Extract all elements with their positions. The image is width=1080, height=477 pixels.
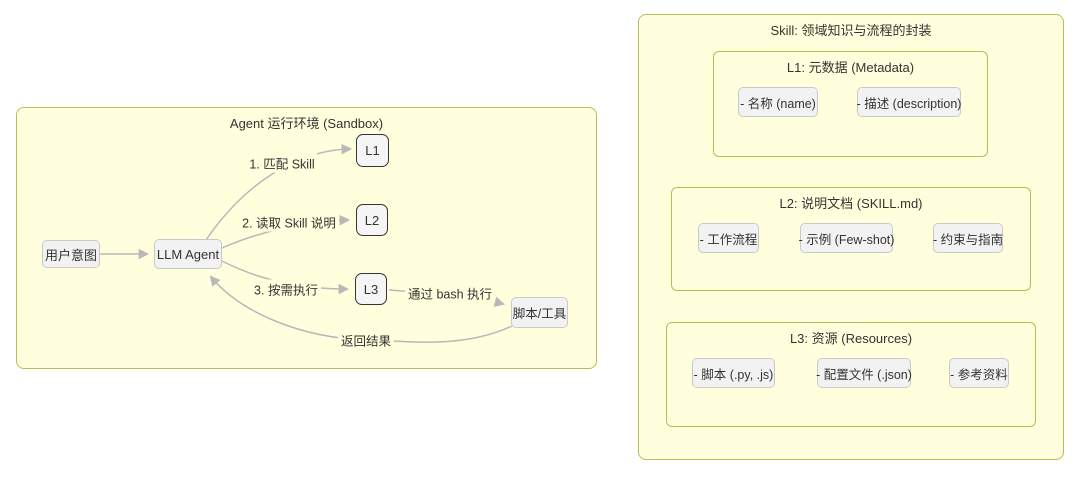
edge-label-exec-on-demand: 3. 按需执行 bbox=[251, 279, 321, 299]
node-skill-fewshot: - 示例 (Few-shot) bbox=[799, 223, 894, 253]
edge-label-via-bash: 通过 bash 执行 bbox=[404, 283, 496, 303]
node-tools: 脚本/工具 bbox=[511, 297, 568, 328]
sandbox-cluster: Agent 运行环境 (Sandbox) bbox=[16, 107, 597, 369]
node-skill-reference: - 参考资料 bbox=[949, 358, 1009, 388]
node-skill-name: - 名称 (name) bbox=[738, 87, 818, 117]
skill-group-l1-title: L1: 元数据 (Metadata) bbox=[786, 60, 915, 75]
node-l1: L1 bbox=[356, 134, 389, 167]
node-skill-scripts: - 脚本 (.py, .js) bbox=[692, 358, 775, 388]
node-l3: L3 bbox=[355, 273, 387, 305]
node-l2: L2 bbox=[356, 204, 388, 236]
sandbox-cluster-title: Agent 运行环境 (Sandbox) bbox=[229, 116, 384, 131]
node-skill-workflow: - 工作流程 bbox=[698, 223, 759, 253]
node-llm-agent: LLM Agent bbox=[154, 239, 222, 269]
skill-group-l2-title: L2: 说明文档 (SKILL.md) bbox=[779, 196, 923, 211]
skill-cluster-title: Skill: 领域知识与流程的封装 bbox=[770, 23, 932, 38]
node-skill-description: - 描述 (description) bbox=[857, 87, 961, 117]
node-user-intent: 用户意图 bbox=[42, 240, 100, 268]
node-skill-config: - 配置文件 (.json) bbox=[816, 358, 912, 388]
node-skill-constraints: - 约束与指南 bbox=[933, 223, 1003, 253]
edge-label-return-result: 返回结果 bbox=[337, 330, 395, 350]
edge-label-match-skill: 1. 匹配 Skill bbox=[246, 153, 318, 173]
skill-group-l3-title: L3: 资源 (Resources) bbox=[789, 331, 913, 346]
edge-label-read-skill: 2. 读取 Skill 说明 bbox=[239, 212, 339, 232]
